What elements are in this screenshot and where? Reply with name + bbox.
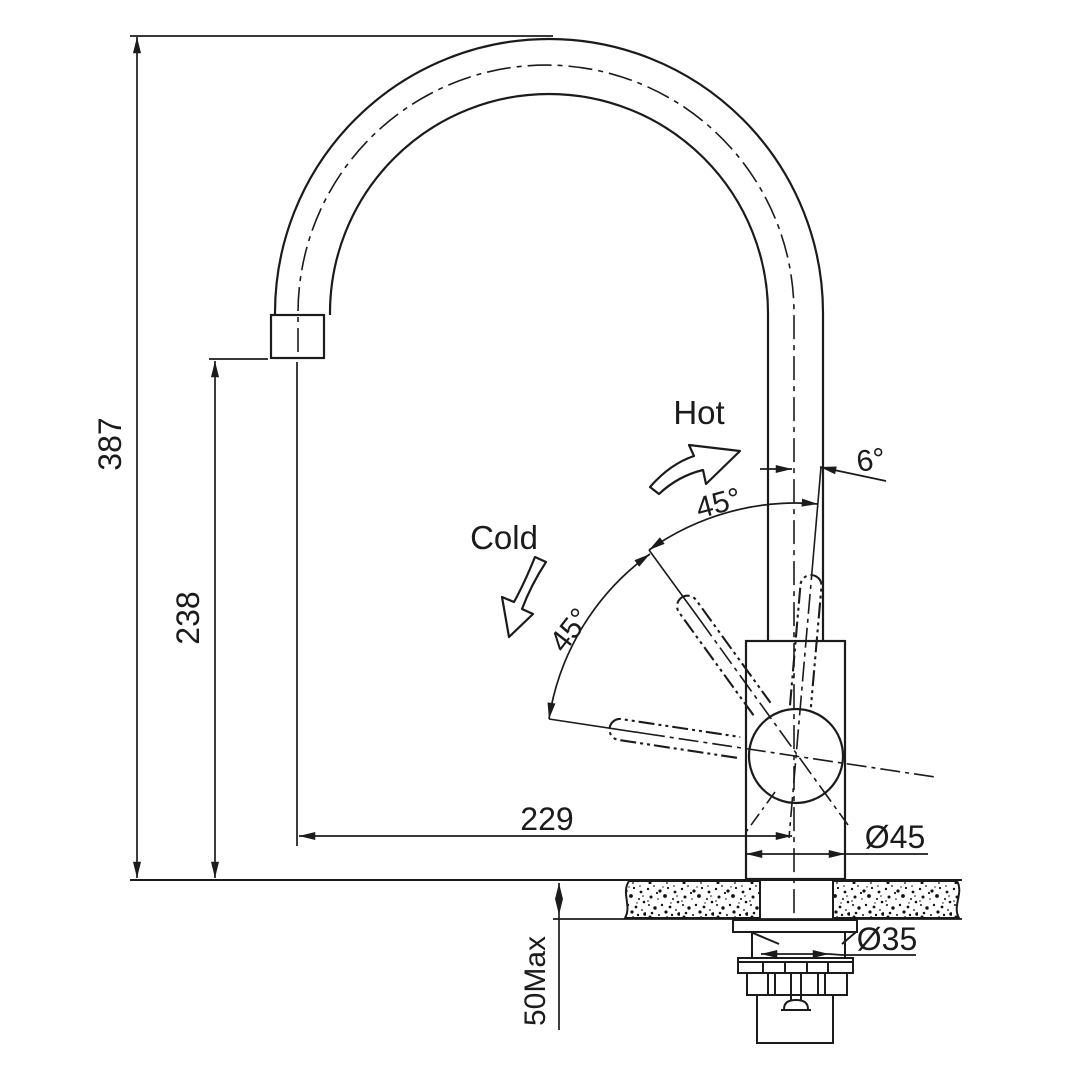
axis-horizontal-dash [644,732,936,778]
lock-nut [737,957,854,974]
spout-aerator [269,313,326,360]
dim-spout-height-label: 238 [170,591,206,644]
countertop-left-slab [623,880,761,919]
dim-45deg-right-arc [648,498,819,551]
cold-rotation-arrow-icon [500,555,548,639]
spout-centerline [297,64,795,916]
axis-cross-dash [745,791,776,833]
axis-45-solid [648,549,701,621]
axis-45-dash [699,619,849,826]
mounting-bracket [746,972,848,996]
handle-horizontal [608,717,741,759]
countertop [623,880,961,919]
handle-45deg [676,594,772,716]
handle-positions [608,574,823,759]
dim-body-diameter-label: Ø45 [865,819,925,855]
handle-upright [788,574,823,708]
spout-outer-edge [273,37,825,641]
centerlines [297,64,936,916]
axis-upright-solid [812,466,822,561]
dim-handle-tilt-label: 6° [854,442,887,479]
handle-pivot [747,707,845,805]
spout-inner-edge [328,92,770,641]
screw-head [783,998,809,1010]
supply-block [756,994,834,1044]
dim-6deg-right [819,466,887,482]
dim-total-height-label: 387 [92,417,128,470]
mounting-hardware [732,919,858,1044]
faucet-body [744,639,847,881]
cold-label: Cold [470,519,538,556]
axis-upright-dash [788,559,814,839]
countertop-right-slab [832,880,961,919]
base-flange [732,919,858,933]
dim-hole-diameter-label: Ø35 [857,921,917,957]
dimension-lines [130,35,928,1030]
dim-spout-reach-label: 229 [520,801,573,837]
hot-rotation-arrow-icon [648,443,742,496]
dim-45deg-left-arc [547,553,651,720]
axis-horizontal-solid [548,718,646,735]
dim-swing-left-label: 45° [543,602,597,658]
hot-label: Hot [673,394,724,431]
dim-d35-leader [828,953,916,956]
dim-counter-thickness-label: 50Max [519,936,552,1026]
dim-swing-right-label: 45° [692,482,744,526]
rotation-arrows [500,443,742,639]
faucet-outline [269,37,847,881]
